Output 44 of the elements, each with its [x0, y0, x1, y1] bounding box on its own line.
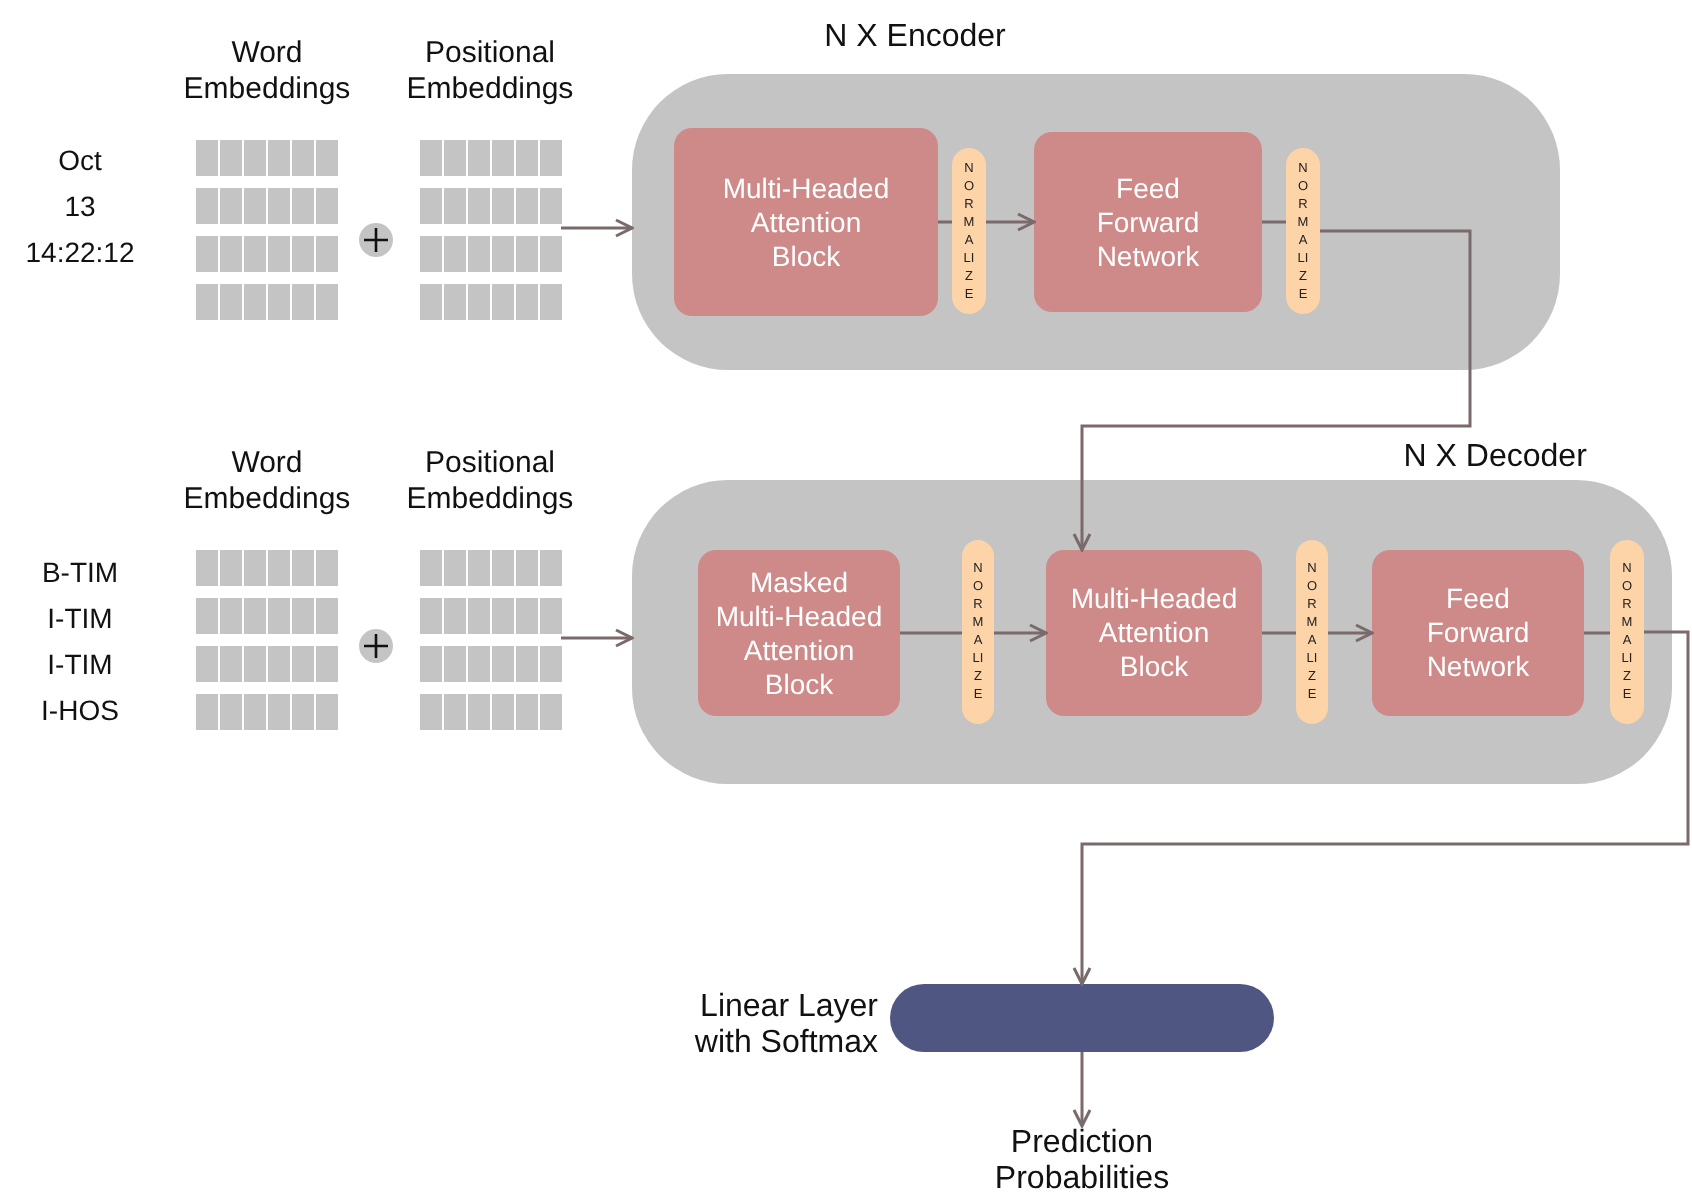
token-label: Oct: [56, 144, 104, 178]
normalize-bar: [1286, 148, 1320, 314]
connector-line: [938, 220, 952, 224]
arrow: [1328, 623, 1374, 643]
embedding-heading: Positional Embeddings: [404, 36, 576, 108]
arrow: [561, 628, 634, 648]
token-label: I-HOS: [39, 694, 121, 728]
token-label: 14:22:12: [23, 236, 137, 270]
connector-line: [1262, 220, 1286, 224]
arrow: [1072, 1052, 1092, 1128]
arrow: [1072, 630, 1690, 986]
process-block: [674, 128, 938, 316]
embedding-heading: Positional Embeddings: [404, 446, 576, 518]
process-block: [1046, 550, 1262, 716]
panel-title: N X Encoder: [824, 20, 1006, 56]
normalize-bar: [1296, 540, 1328, 724]
block-text: Feed Forward Network: [1094, 171, 1202, 273]
connector-line: [900, 631, 962, 635]
token-label: I-TIM: [45, 602, 115, 636]
process-block: [1372, 550, 1584, 716]
process-block: [698, 550, 900, 716]
arrow: [994, 623, 1048, 643]
arrow: [1072, 229, 1472, 552]
block-text: Multi-Headed Attention Block: [1068, 582, 1240, 684]
embedding-heading: Word Embeddings: [181, 36, 353, 108]
panel-title: N X Decoder: [1403, 440, 1587, 476]
normalize-bar: [952, 148, 986, 314]
process-block: [1034, 132, 1262, 312]
connector-line: [1262, 631, 1296, 635]
output-label: Prediction Probabilities: [992, 1126, 1172, 1198]
arrow: [561, 218, 634, 238]
layer-label: Linear Layer with Softmax: [692, 990, 878, 1062]
block-text: Multi-Headed Attention Block: [720, 171, 892, 273]
normalize-bar: [962, 540, 994, 724]
token-label: I-TIM: [45, 648, 115, 682]
output-layer-bar: [890, 984, 1274, 1052]
normalize-bar: [1610, 540, 1644, 724]
arrow: [986, 212, 1036, 232]
token-label: 13: [62, 190, 98, 224]
block-text: Masked Multi-Headed Attention Block: [713, 565, 885, 701]
embedding-heading: Word Embeddings: [181, 446, 353, 518]
token-label: B-TIM: [39, 556, 121, 590]
connector-line: [1584, 631, 1610, 635]
block-text: Feed Forward Network: [1424, 582, 1532, 684]
